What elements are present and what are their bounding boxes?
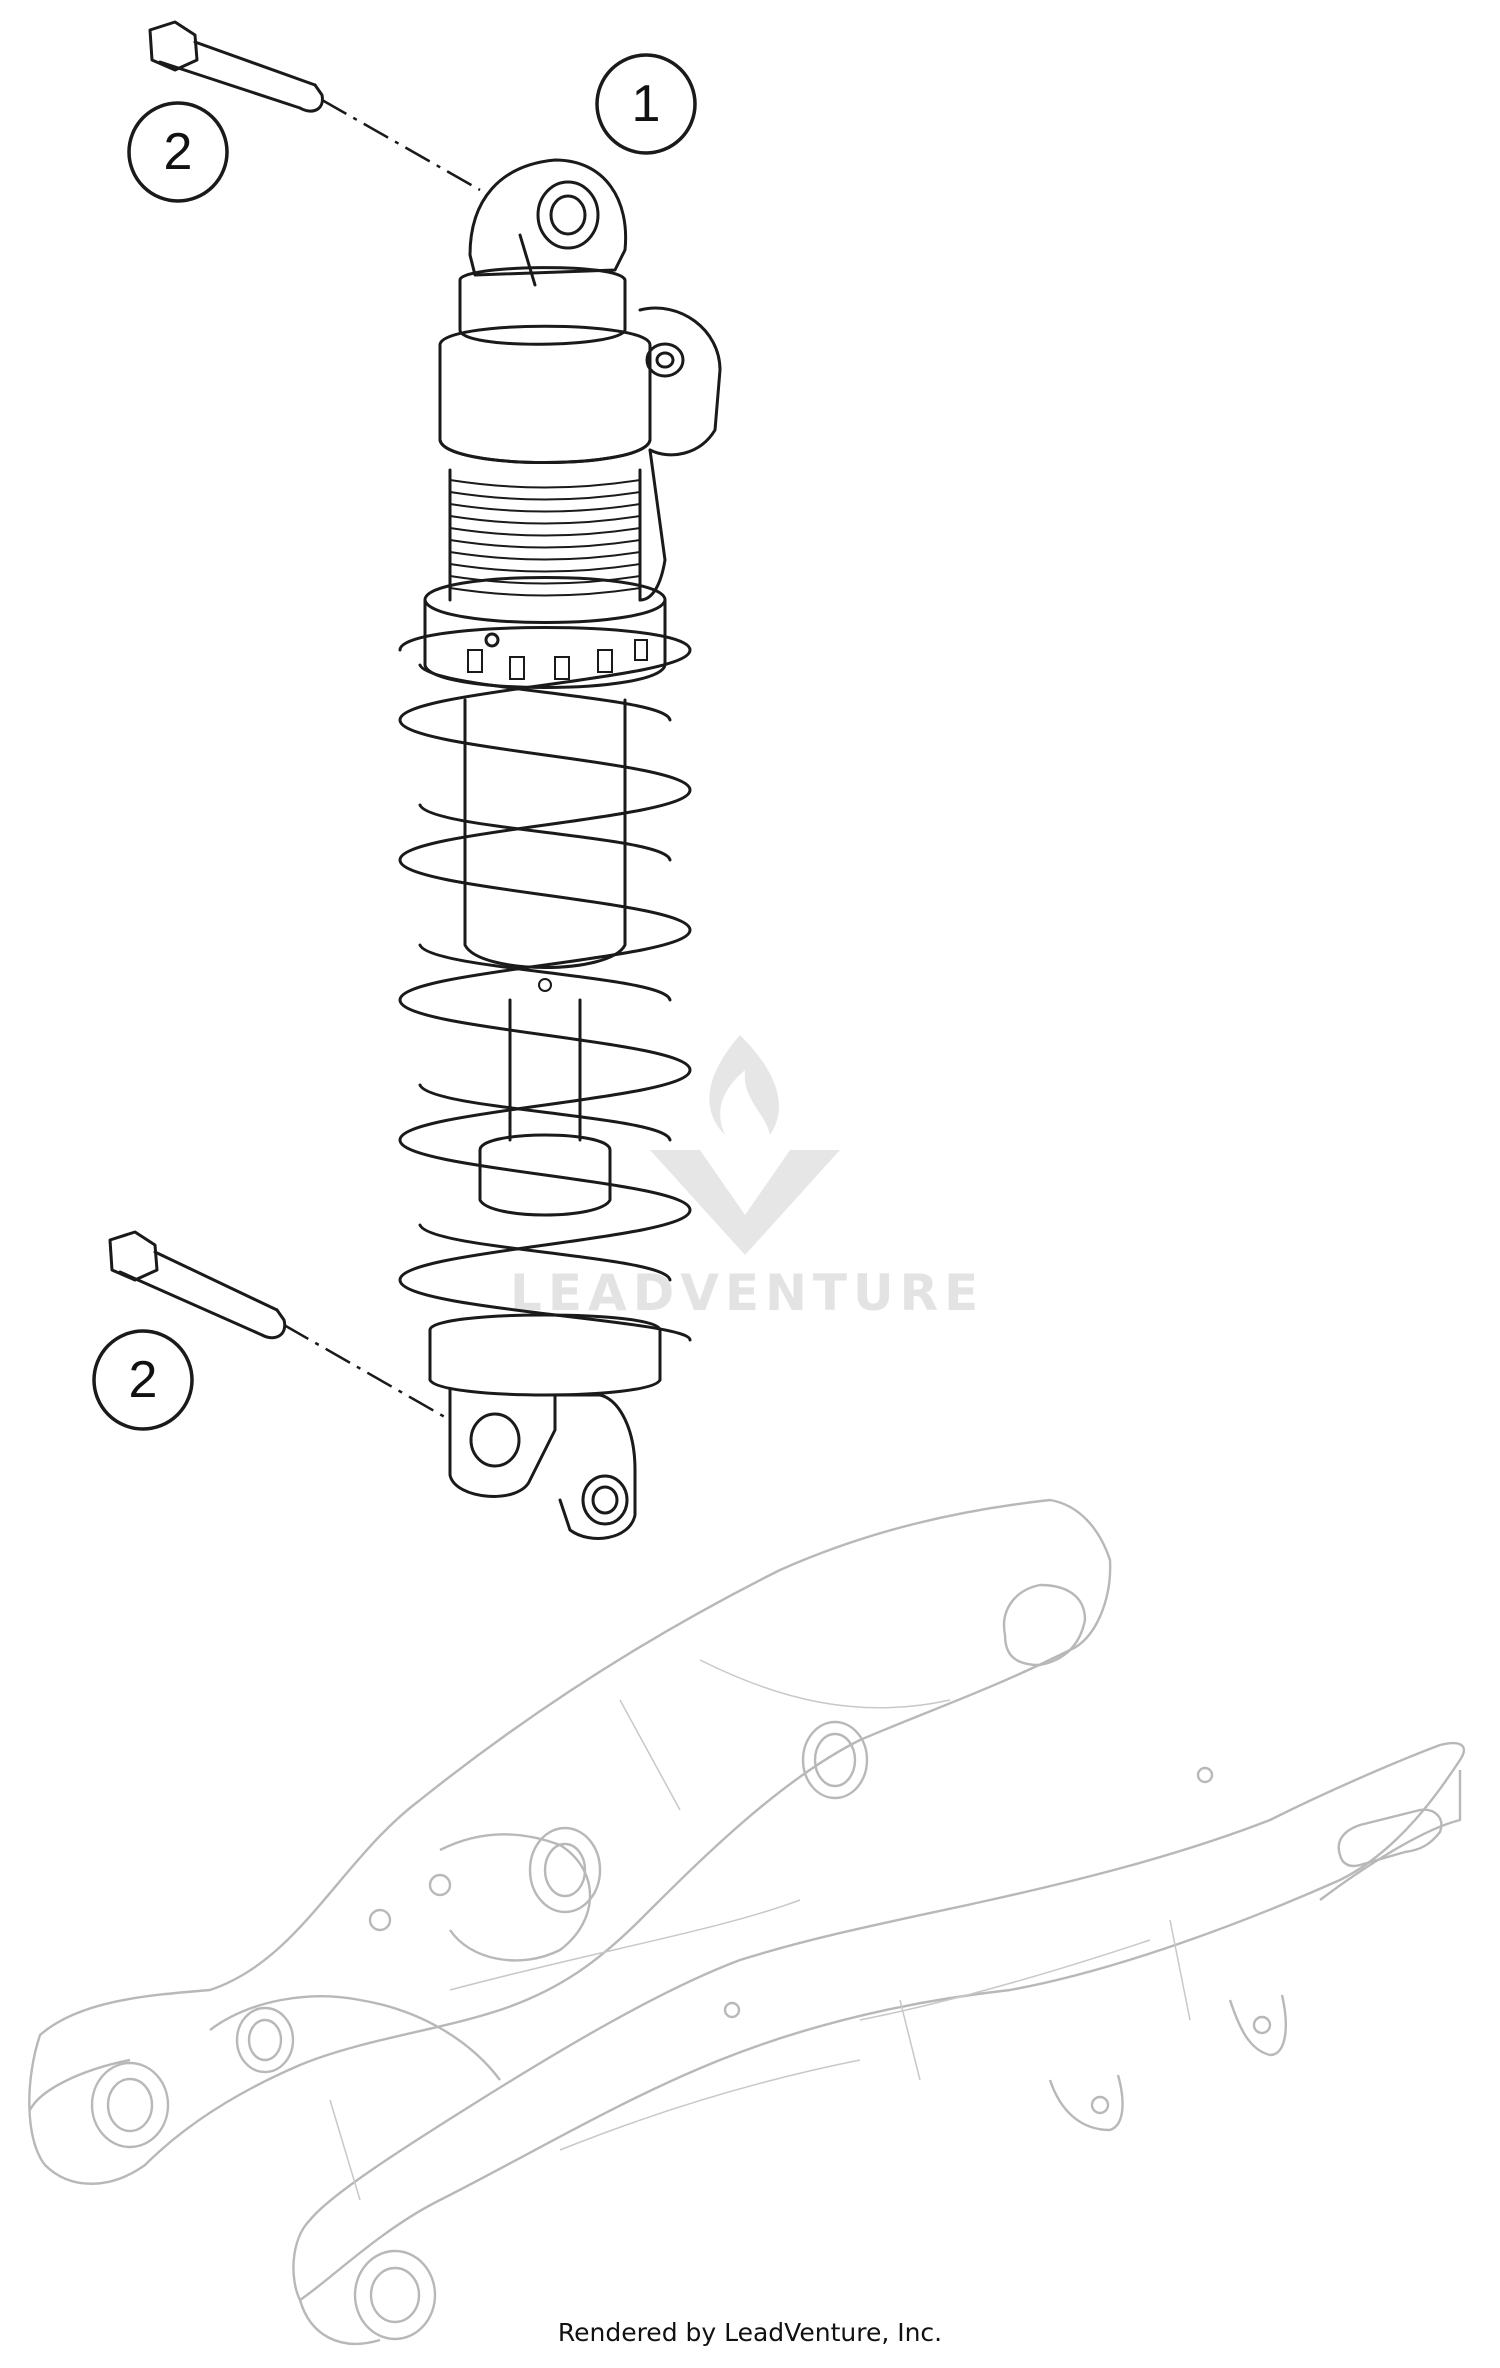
shock-absorber-drawing xyxy=(398,158,722,1540)
footer-credit: Rendered by LeadVenture, Inc. xyxy=(557,2318,943,2347)
collar-notches xyxy=(467,639,648,680)
flame-logo-icon xyxy=(709,1035,779,1135)
top-bolt-drawing xyxy=(148,20,324,113)
callout-1[interactable]: 1 xyxy=(595,53,697,155)
spring-coils xyxy=(398,626,692,1342)
thread-lines xyxy=(449,479,641,597)
leadventure-watermark: LEADVENTURE xyxy=(510,1035,984,1322)
swingarm-drawing xyxy=(28,1498,1466,2345)
watermark-text: LEADVENTURE xyxy=(510,1264,984,1322)
v-logo-icon xyxy=(650,1150,840,1255)
callout-1-label: 1 xyxy=(632,75,661,133)
callout-2-top[interactable]: 2 xyxy=(127,101,229,203)
top-bolt-leader xyxy=(321,98,481,192)
callout-2-top-label: 2 xyxy=(164,123,193,181)
callout-2-bottom-label: 2 xyxy=(129,1351,158,1409)
bottom-bolt-leader xyxy=(283,1323,451,1422)
callout-2-bottom[interactable]: 2 xyxy=(92,1329,194,1431)
bottom-bolt-drawing xyxy=(108,1230,287,1340)
